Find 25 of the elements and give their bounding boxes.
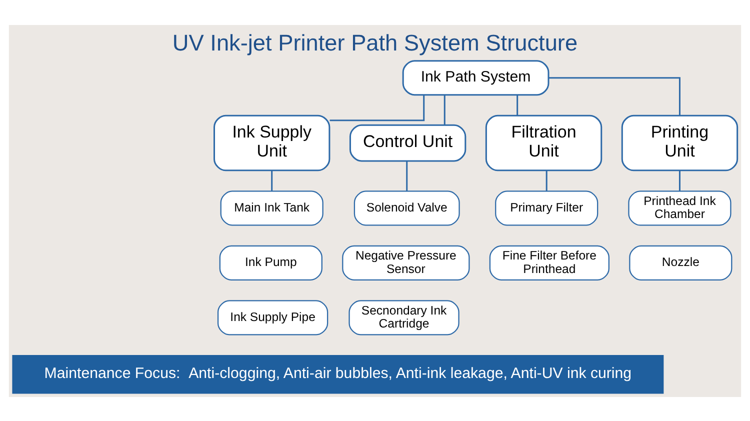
node-box: Solenoid Valve [354,190,460,226]
node-box: Printing Unit [621,114,738,171]
node-box: Ink Supply Pipe [217,300,328,335]
node-box: Nozzle [629,244,732,280]
node-box: Maintenance Focus: Anti-clogging, Anti-air bubbles, Anti-ink leakage, Anti-UV ink curing [12,354,664,394]
connector [271,170,273,191]
node-box: Primary Filter [495,190,598,226]
connector [516,94,518,115]
node-box: Negative Pressure Sensor [342,244,470,280]
connector [330,94,425,121]
node-box: Ink Pump [219,244,322,280]
node-box: Printhead Ink Chamber [628,190,732,226]
node-box: Ink Path System [402,60,550,96]
connector [406,160,408,190]
connector [678,170,680,191]
connector [548,76,680,115]
node-box: Filtration Unit [485,114,602,171]
node-box: Main Ink Tank [220,190,324,226]
connector [546,170,548,191]
node-box: Fine Filter Before Printhead [489,244,610,280]
node-box: Secnondary Ink Cartridge [348,300,460,335]
node-box: Ink Supply Unit [214,114,330,171]
connector [444,94,446,124]
node-box: Control Unit [349,124,466,162]
diagram-title: UV Ink-jet Printer Path System Structure [172,29,578,56]
